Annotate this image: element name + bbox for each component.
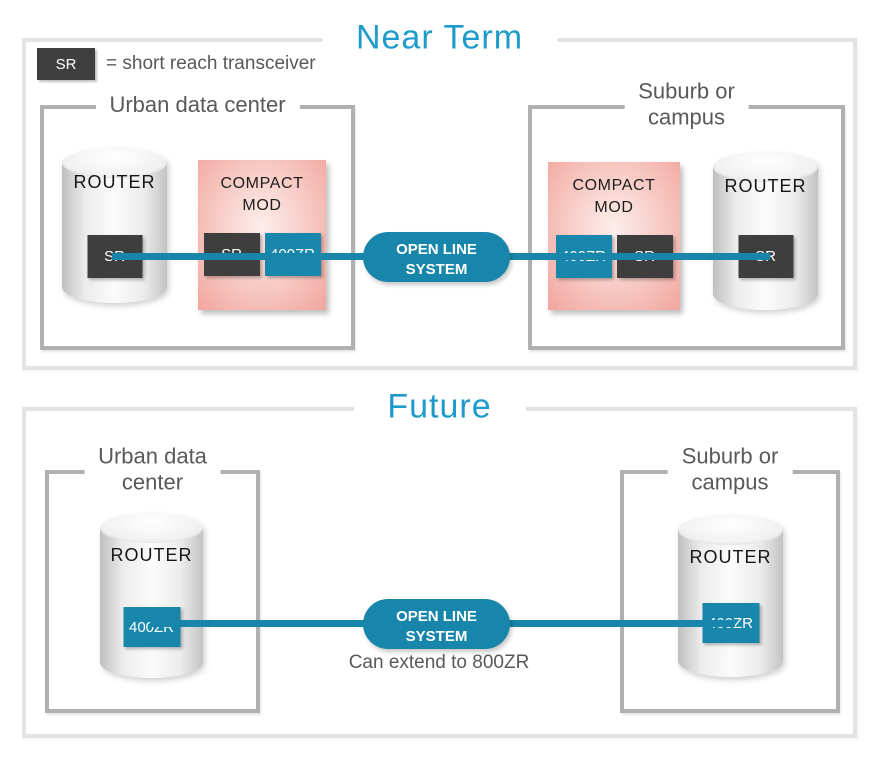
router-cylinder: ROUTER SR (62, 148, 167, 303)
site-title: Urban data center (95, 89, 300, 121)
open-line-system-line1: OPEN LINE (396, 241, 477, 258)
site-title: Suburb or campus (624, 76, 749, 134)
site-box-urban-data-center: Urban data center ROUTER SR COMPACT MOD … (40, 89, 355, 350)
router-label: ROUTER (689, 547, 772, 567)
router-cylinder: ROUTER 400ZR (678, 515, 783, 677)
site-title-line: Urban data center (109, 91, 286, 117)
site-title-line1: Suburb or (638, 78, 735, 104)
router-cylinder-top (713, 152, 818, 182)
open-line-system-line2: SYSTEM (405, 627, 468, 645)
future-title: Future (353, 387, 526, 427)
router-cylinder-top (62, 148, 167, 178)
compact-mod-box: COMPACT MOD 400ZR SR (548, 162, 680, 310)
site-title-line2: center (121, 470, 184, 495)
router-cylinder-body (62, 163, 167, 303)
site-box-suburb-or-campus: Suburb or campus COMPACT MOD 400ZR SR RO… (528, 76, 845, 350)
router-cylinder-top (100, 513, 203, 543)
site-title: Suburb or campus (667, 441, 793, 499)
site-title-line1: Suburb or (681, 443, 779, 469)
sr-legend-chip: SR (37, 48, 95, 80)
open-line-system-pill: OPEN LINE SYSTEM (363, 599, 510, 649)
compact-mod-label: COMPACT MOD (548, 175, 680, 218)
near-term-title: Near Term (321, 18, 558, 58)
400zr-chip: 400ZR (123, 607, 180, 647)
site-title: Urban data center (84, 441, 221, 499)
sr-legend: SR = short reach transceiver (37, 48, 316, 80)
can-extend-note: Can extend to 800ZR (348, 652, 530, 673)
site-title-line2: campus (647, 105, 726, 130)
compact-mod-label: COMPACT MOD (198, 173, 326, 216)
compact-mod-label-line1: COMPACT (220, 175, 304, 192)
open-line-system-line2: SYSTEM (405, 260, 468, 278)
router-cylinder-body (100, 528, 203, 678)
router-cylinder: ROUTER 400ZR (100, 513, 203, 678)
router-cylinder-top (678, 515, 783, 545)
router-label: ROUTER (724, 176, 807, 196)
compact-mod-label-line2: MOD (242, 196, 282, 214)
site-box-suburb-or-campus: Suburb or campus ROUTER 400ZR (620, 441, 840, 713)
router-label: ROUTER (73, 172, 156, 192)
compact-mod-label-line1: COMPACT (572, 177, 656, 194)
sr-legend-label: = short reach transceiver (106, 53, 316, 74)
site-box-urban-data-center: Urban data center ROUTER 400ZR (45, 441, 260, 713)
site-title-line1: Urban data (98, 443, 207, 469)
router-label: ROUTER (110, 545, 193, 565)
site-title-line2: campus (691, 470, 769, 495)
future-panel: Future Urban data center ROUTER 400ZR OP… (22, 387, 857, 738)
near-term-panel: Near Term SR = short reach transceiver U… (22, 18, 857, 370)
open-line-system-line1: OPEN LINE (396, 608, 477, 625)
compact-mod-box: COMPACT MOD SR 400ZR (198, 160, 326, 310)
open-line-system-pill: OPEN LINE SYSTEM (363, 232, 510, 282)
router-cylinder: ROUTER SR (713, 152, 818, 310)
compact-mod-label-line2: MOD (594, 198, 634, 216)
